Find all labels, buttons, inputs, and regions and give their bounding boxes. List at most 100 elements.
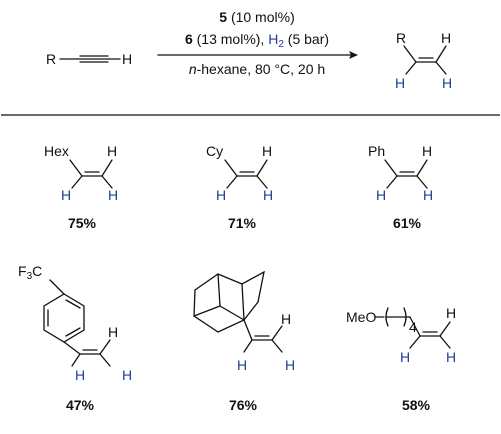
bond (226, 175, 238, 189)
bond-chain-vinyl (409, 316, 421, 337)
adamantane-cage-top (194, 270, 265, 303)
product-bond-r (403, 45, 417, 63)
product-h-top: H (441, 30, 451, 46)
yield-vinyladamantane: 76% (229, 397, 258, 413)
product-bond-hbl (405, 61, 417, 75)
h-top: H (107, 143, 117, 159)
adamantane-cage-ring (193, 289, 259, 333)
substrate-hex: Hex H H H 75% (44, 143, 118, 231)
yield-cf3-styrene: 47% (66, 397, 95, 413)
substrate-cf3-styrene: F3C H H H 47% (18, 263, 132, 413)
solvent-italic: n (189, 61, 197, 77)
catalyst-number: 5 (219, 9, 227, 25)
bond (224, 159, 238, 177)
cf3-f: F (18, 263, 27, 279)
bond (101, 159, 113, 177)
h-top: H (281, 311, 291, 327)
chain-subscript: 4 (409, 319, 417, 335)
product-r-label: R (396, 30, 406, 46)
substrate-ph: Ph H H H 61% (368, 143, 433, 231)
ligand-amount: (13 mol%), (197, 31, 265, 47)
h2-pressure: (5 bar) (288, 31, 329, 47)
cf3-label: F3C (18, 263, 42, 282)
bond (271, 339, 283, 353)
ligand-number: 6 (185, 31, 193, 47)
bond (416, 159, 428, 177)
condition-line-1: 5 (10 mol%) (219, 9, 294, 25)
bond (271, 325, 283, 341)
bond (384, 159, 398, 177)
bond (439, 321, 451, 337)
product-h-bottom-right: H (442, 75, 452, 91)
h-bottom-right: H (423, 187, 433, 203)
yield-ph: 61% (393, 215, 422, 231)
ring-double-bond (65, 327, 81, 337)
h2-subscript: 2 (278, 39, 284, 50)
bond (101, 175, 113, 189)
substrate-hex-label: Hex (44, 143, 69, 159)
adamantane-bridge (219, 305, 245, 321)
yield-meo-butyl: 58% (402, 397, 431, 413)
bond (409, 335, 421, 349)
h-bottom-right: H (263, 187, 273, 203)
h-top: H (108, 324, 118, 340)
substrate-meo-butyl: MeO 4 H H H 58% (346, 305, 456, 413)
chain-bracket-right (403, 307, 407, 327)
reaction-arrow-head (349, 51, 358, 59)
adamantane-bridge (193, 305, 221, 317)
h-bottom-right: H (122, 367, 132, 383)
h-top: H (262, 143, 272, 159)
adamantane-bridge (217, 273, 221, 307)
bond-cage-vinyl (243, 319, 253, 341)
h-bottom-right: H (446, 349, 456, 365)
bond-ring-vinyl (63, 341, 81, 355)
condition-line-3: n-hexane, 80 °C, 20 h (189, 61, 325, 77)
reactant-h-label: H (122, 51, 132, 67)
h-bottom-left: H (61, 187, 71, 203)
catalyst-amount: (10 mol%) (231, 9, 295, 25)
bond (416, 175, 428, 189)
bond (71, 353, 81, 367)
bond (69, 159, 83, 177)
h-bottom-left: H (376, 187, 386, 203)
h-bottom-left: H (75, 367, 85, 383)
cf3-c: C (32, 263, 42, 279)
substrate-cy-label: Cy (206, 143, 223, 159)
solvent-rest: -hexane, 80 °C, 20 h (197, 61, 326, 77)
product-bond-hbr (435, 61, 447, 75)
condition-line-2: 6 (13 mol%), H2 (5 bar) (185, 31, 329, 50)
bond (256, 175, 268, 189)
bond (439, 335, 451, 349)
cf3-subscript: 3 (27, 271, 33, 282)
adamantane-bridge (241, 283, 245, 321)
benzene-ring (43, 293, 85, 343)
ring-double-bond (65, 299, 81, 309)
yield-hex: 75% (68, 215, 97, 231)
product-bond-htop (435, 45, 447, 63)
bond (99, 339, 111, 355)
h-bottom-left: H (237, 357, 247, 373)
product-alkene: R H H H (395, 30, 452, 91)
h-bottom-right: H (285, 357, 295, 373)
h-bottom-right: H (108, 187, 118, 203)
bond (99, 353, 111, 367)
h-bottom-left: H (400, 349, 410, 365)
bond (386, 175, 398, 189)
bond (256, 159, 268, 177)
bond (243, 339, 253, 353)
bond (71, 175, 83, 189)
reaction-conditions: 5 (10 mol%) 6 (13 mol%), H2 (5 bar) n-he… (157, 9, 358, 77)
h2-label: H (268, 31, 278, 47)
yield-cy: 71% (228, 215, 257, 231)
substrate-cy: Cy H H H 71% (206, 143, 273, 231)
h-bottom-left: H (216, 187, 226, 203)
meo-label: MeO (346, 309, 376, 325)
substrate-vinyladamantane: H H H 76% (193, 270, 295, 413)
reactant-r-label: R (46, 51, 56, 67)
h-top: H (446, 305, 456, 321)
bond-cf3-ring (49, 279, 65, 295)
reactant-alkyne: R H (46, 51, 132, 67)
h-top: H (422, 143, 432, 159)
substrate-ph-label: Ph (368, 143, 385, 159)
